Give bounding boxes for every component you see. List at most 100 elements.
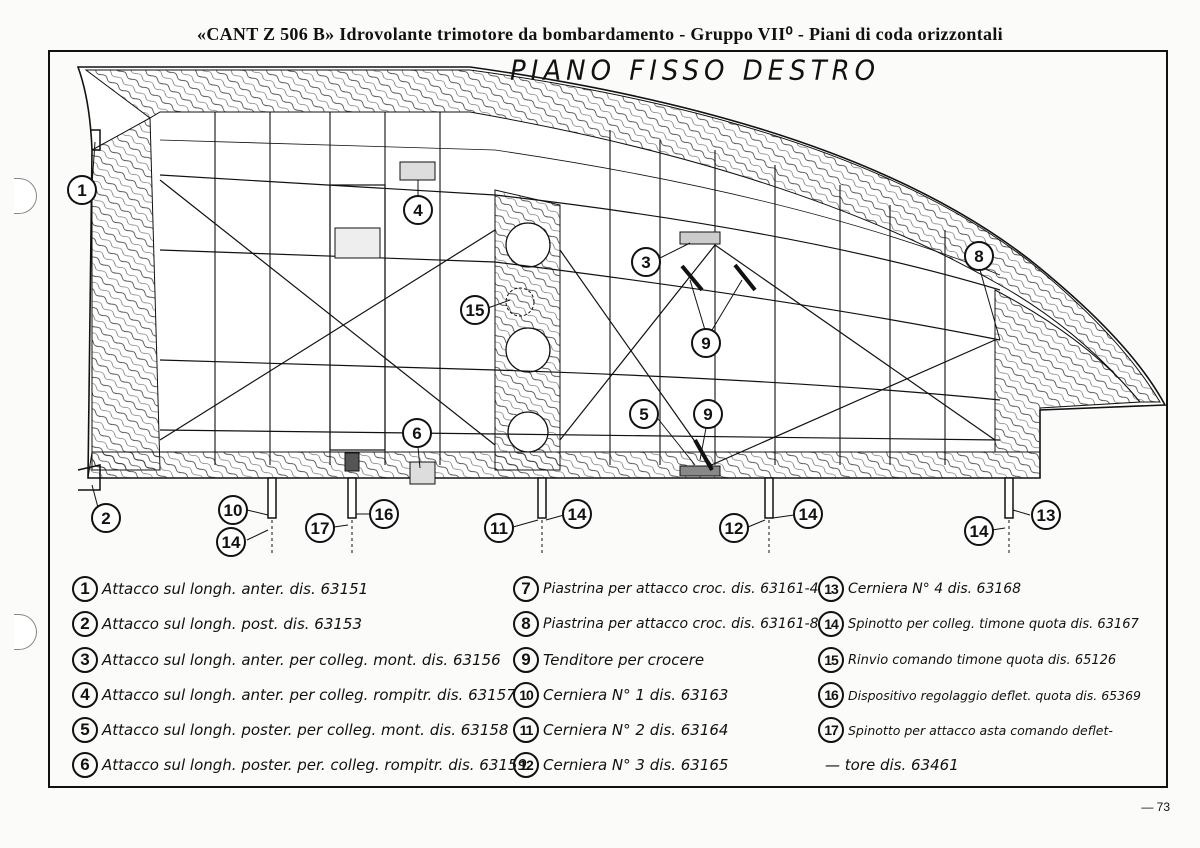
legend-num: 15 (818, 647, 844, 673)
legend-item-15: 15 Rinvio comando timone quota dis. 6512… (818, 645, 1116, 675)
legend-text: Dispositivo regolaggio deflet. quota dis… (848, 687, 1141, 703)
legend-text: Attacco sul longh. poster. per. colleg. … (102, 756, 528, 774)
legend-item-7: 7 Piastrina per attacco croc. dis. 63161… (513, 574, 819, 604)
legend-num: 17 (818, 717, 844, 743)
legend-item-13: 13 Cerniera N° 4 dis. 63168 (818, 574, 1021, 604)
svg-text:17: 17 (311, 519, 330, 538)
legend-text: Cerniera N° 3 dis. 63165 (543, 756, 729, 774)
legend-item-1: 1 Attacco sul longh. anter. dis. 63151 (72, 574, 368, 604)
legend-item-3: 3 Attacco sul longh. anter. per colleg. … (72, 645, 501, 675)
legend-text: — tore dis. 63461 (825, 756, 959, 774)
legend-text: Rinvio comando timone quota dis. 65126 (848, 652, 1117, 668)
legend-text: Attacco sul longh. post. dis. 63153 (102, 615, 363, 633)
svg-text:14: 14 (568, 505, 587, 524)
callout-8: 8 (964, 241, 994, 271)
page-header: «CANT Z 506 B» Idrovolante trimotore da … (197, 24, 1003, 44)
svg-text:9: 9 (703, 405, 712, 424)
svg-text:5: 5 (639, 405, 648, 424)
legend-num: 9 (513, 647, 539, 673)
legend-text: Piastrina per attacco croc. dis. 63161-8 (543, 616, 819, 632)
legend-item-11: 11 Cerniera N° 2 dis. 63164 (513, 715, 728, 745)
callout-10: 10 (218, 495, 248, 525)
outer-outline (76, 66, 1167, 479)
legend-text: Cerniera N° 2 dis. 63164 (543, 721, 729, 739)
callout-5: 5 (629, 399, 659, 429)
legend-num: 14 (818, 611, 844, 637)
svg-text:9: 9 (701, 334, 710, 353)
legend-text: Tenditore per crocere (543, 651, 705, 669)
legend-num: 12 (513, 752, 539, 778)
legend-item-10: 10 Cerniera N° 1 dis. 63163 (513, 680, 728, 710)
callout-6: 6 (402, 418, 432, 448)
callout-15: 15 (460, 295, 490, 325)
legend-num: 16 (818, 682, 844, 708)
legend-num: 6 (72, 752, 98, 778)
legend-text: Spinotto per colleg. timone quota dis. 6… (848, 616, 1139, 632)
legend-item-17: 17 Spinotto per attacco asta comando def… (818, 715, 1113, 745)
legend-num: 2 (72, 611, 98, 637)
legend-item-17-continued: — tore dis. 63461 (825, 750, 959, 780)
svg-text:13: 13 (1037, 506, 1056, 525)
svg-text:3: 3 (641, 253, 650, 272)
legend-num: 1 (72, 576, 98, 602)
legend-num: 3 (72, 647, 98, 673)
legend-item-9: 9 Tenditore per crocere (513, 645, 704, 675)
legend-text: Spinotto per attacco asta comando deflet… (848, 722, 1113, 738)
svg-text:14: 14 (970, 522, 989, 541)
legend-num: 13 (818, 576, 844, 602)
callout-1: 1 (67, 175, 97, 205)
leader-lines (91, 141, 1031, 541)
legend-text: Attacco sul longh. anter. per colleg. ro… (102, 686, 516, 704)
svg-text:16: 16 (375, 505, 394, 524)
svg-text:1: 1 (77, 181, 86, 200)
legend-item-14: 14 Spinotto per colleg. timone quota dis… (818, 609, 1139, 639)
svg-text:10: 10 (224, 501, 243, 520)
svg-text:2: 2 (101, 509, 110, 528)
svg-text:14: 14 (222, 533, 241, 552)
svg-text:11: 11 (490, 519, 508, 538)
trailing-band (87, 451, 1041, 479)
legend-item-5: 5 Attacco sul longh. poster. per colleg.… (72, 715, 508, 745)
legend-item-12: 12 Cerniera N° 3 dis. 63165 (513, 750, 728, 780)
callout-14b: 14 (562, 499, 592, 529)
svg-text:14: 14 (799, 505, 818, 524)
callout-2: 2 (91, 503, 121, 533)
callout-3: 3 (631, 247, 661, 277)
callout-4: 4 (403, 195, 433, 225)
legend-num: 10 (513, 682, 539, 708)
svg-text:12: 12 (725, 519, 744, 538)
legend-num: 11 (513, 717, 539, 743)
page-number: — 73 (1141, 800, 1170, 814)
legend-item-16: 16 Dispositivo regolaggio deflet. quota … (818, 680, 1141, 710)
root-band (91, 117, 161, 471)
legend-num: 7 (513, 576, 539, 602)
stringers (159, 139, 1001, 441)
callout-13: 13 (1031, 500, 1061, 530)
callout-9b: 9 (693, 399, 723, 429)
callout-14d: 14 (964, 516, 994, 546)
legend-text: Attacco sul longh. anter. per colleg. mo… (102, 651, 501, 669)
legend-num: 5 (72, 717, 98, 743)
svg-text:4: 4 (413, 201, 423, 220)
svg-text:15: 15 (466, 301, 485, 320)
callout-12: 12 (719, 513, 749, 543)
callout-9a: 9 (691, 328, 721, 358)
legend-num: 8 (513, 611, 539, 637)
legend-item-6: 6 Attacco sul longh. poster. per. colleg… (72, 750, 527, 780)
callout-11: 11 (484, 513, 514, 543)
legend-text: Piastrina per attacco croc. dis. 63161-4 (543, 581, 819, 597)
callout-17: 17 (305, 513, 335, 543)
legend-num: 4 (72, 682, 98, 708)
legend-text: Attacco sul longh. anter. dis. 63151 (102, 580, 369, 598)
legend-text: Cerniera N° 1 dis. 63163 (543, 686, 729, 704)
legend-text: Cerniera N° 4 dis. 63168 (848, 581, 1022, 597)
tip-band (994, 289, 1141, 453)
callout-16: 16 (369, 499, 399, 529)
callout-14a: 14 (216, 527, 246, 557)
legend-item-4: 4 Attacco sul longh. anter. per colleg. … (72, 680, 516, 710)
legend-text: Attacco sul longh. poster. per colleg. m… (102, 721, 509, 739)
hinges (267, 477, 1014, 519)
drawing-frame (48, 50, 1168, 788)
legend-item-2: 2 Attacco sul longh. post. dis. 63153 (72, 609, 362, 639)
